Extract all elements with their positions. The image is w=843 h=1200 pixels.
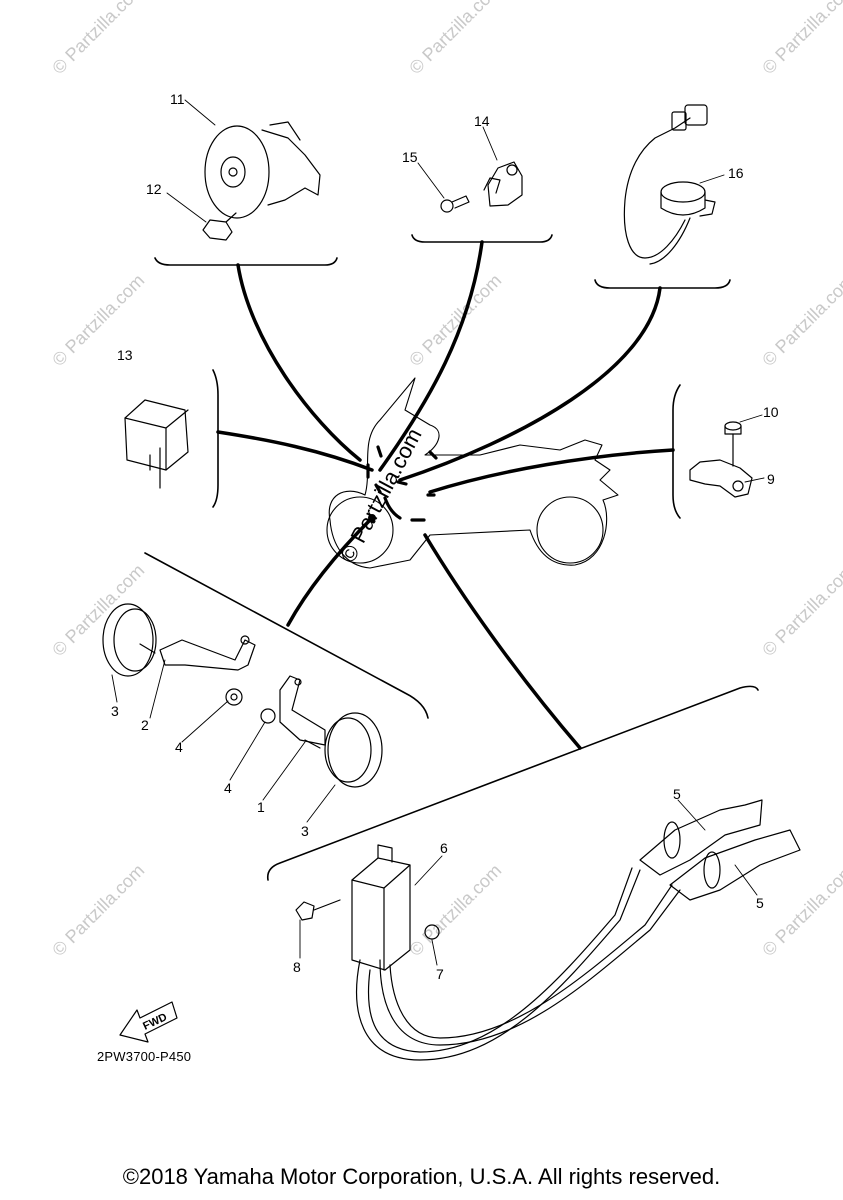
switch-part: [483, 161, 523, 207]
copyright-notice: ©2018 Yamaha Motor Corporation, U.S.A. A…: [122, 1164, 721, 1189]
frame-horn: [154, 257, 338, 266]
ignition-leads: [356, 867, 681, 1061]
frame-key: [594, 279, 731, 289]
fwd-arrow-icon: [119, 1001, 178, 1043]
leader-horn: [236, 263, 362, 462]
frame-relay: [212, 369, 219, 508]
bracket-part-left: [159, 635, 256, 671]
key-switch-part: [623, 104, 716, 265]
bracket-part-right: [279, 675, 326, 746]
callout-12: 12: [146, 181, 162, 197]
bolt-part-8: [295, 899, 341, 921]
callout-5-lower: 5: [756, 895, 764, 911]
connection-markers: [366, 445, 438, 522]
nut-part-7: [424, 924, 440, 940]
relay-part: [124, 399, 189, 489]
bolt-part: [724, 421, 742, 467]
leader-relay: [216, 430, 374, 472]
callout-4-right: 4: [224, 780, 232, 796]
plug-cap-part-lower: [669, 829, 801, 901]
sensor-part: [689, 459, 753, 498]
screw-part: [440, 195, 470, 213]
coil-part: [351, 844, 411, 971]
part-code: 2PW3700-P450: [97, 1049, 192, 1064]
callout-7: 7: [436, 966, 444, 982]
callout-leaders: [111, 99, 765, 966]
callout-1: 1: [257, 799, 265, 815]
callout-11: 11: [170, 91, 185, 107]
frame-coil: [266, 685, 759, 881]
callout-15: 15: [402, 149, 418, 165]
leader-key: [398, 286, 662, 482]
leader-switch: [378, 240, 484, 472]
nut-part: [202, 212, 237, 241]
horn-part: [204, 121, 321, 219]
lens-part-right: [304, 712, 383, 788]
callout-13: 13: [117, 347, 133, 363]
callout-16: 16: [728, 165, 744, 181]
callout-2: 2: [141, 717, 149, 733]
callout-5-upper: 5: [673, 786, 681, 802]
nut-part-right: [260, 708, 276, 724]
leader-sensor: [428, 448, 675, 494]
callout-8: 8: [293, 959, 301, 975]
callout-14: 14: [474, 113, 490, 129]
callout-3-right: 3: [301, 823, 309, 839]
motorcycle-silhouette: [326, 377, 619, 569]
callout-4-left: 4: [175, 739, 183, 755]
plug-cap-part-upper: [639, 799, 763, 876]
frame-light: [144, 552, 429, 719]
nut-part-left: [225, 688, 243, 706]
callout-10: 10: [763, 404, 779, 420]
callout-9: 9: [767, 471, 775, 487]
leader-light: [286, 516, 374, 627]
lens-part-left: [102, 603, 157, 677]
frame-sensor: [672, 384, 681, 519]
callout-3-left: 3: [111, 703, 119, 719]
callout-6: 6: [440, 840, 448, 856]
leader-coil: [423, 533, 582, 750]
